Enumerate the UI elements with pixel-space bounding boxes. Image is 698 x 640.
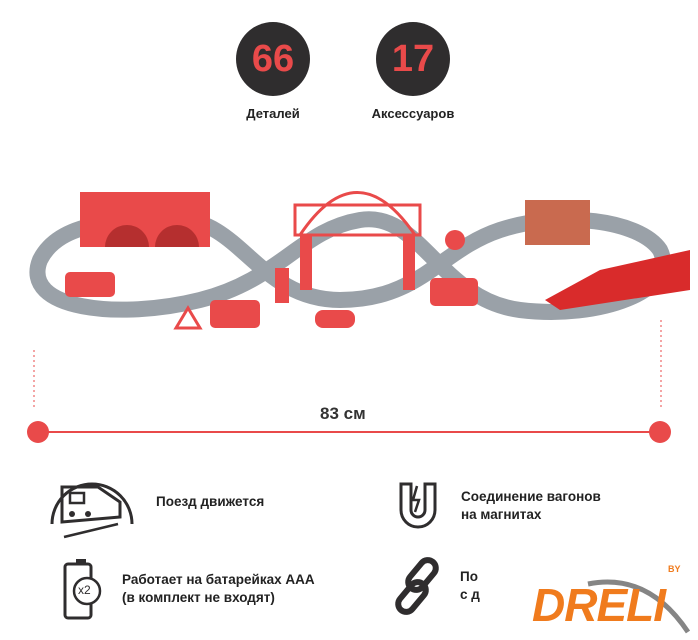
stop-sign bbox=[445, 230, 465, 250]
stat-accessories-value: 17 bbox=[376, 22, 450, 96]
dimension-label: 83 см bbox=[320, 404, 366, 423]
stat-accessories: 17 Аксессуаров bbox=[353, 22, 473, 121]
warning-sign bbox=[173, 305, 203, 330]
magnet-icon bbox=[399, 482, 437, 529]
feature-text: По bbox=[460, 569, 478, 584]
feature-magnets: Соединение вагонов на магнитах bbox=[395, 478, 601, 534]
dreli-logo: DRELI BY bbox=[528, 564, 691, 634]
stat-parts: 66 Деталей bbox=[213, 22, 333, 121]
feature-text: с д bbox=[460, 587, 480, 602]
stat-parts-value: 66 bbox=[236, 22, 310, 96]
car bbox=[315, 310, 355, 328]
feature-connection: По с д bbox=[390, 556, 480, 616]
figure bbox=[275, 268, 289, 303]
bridge bbox=[293, 203, 422, 237]
logo-text: DRELI bbox=[532, 579, 666, 631]
locomotive bbox=[545, 250, 690, 310]
station bbox=[525, 200, 590, 245]
logo-suffix: BY bbox=[668, 564, 681, 574]
chain-link-icon bbox=[395, 557, 439, 615]
fire-truck bbox=[65, 272, 115, 297]
feature-batteries: x2 Работает на батарейках AAA (в комплек… bbox=[62, 558, 315, 620]
stat-parts-label: Деталей bbox=[246, 106, 300, 121]
feature-train-moves: Поезд движется bbox=[48, 462, 264, 542]
train-icon bbox=[50, 482, 134, 539]
feature-text: Поезд движется bbox=[156, 494, 265, 509]
battery-icon: x2 bbox=[62, 558, 102, 620]
feature-text: Соединение вагонов bbox=[461, 489, 601, 504]
feature-text: (в комплект не входят) bbox=[122, 590, 275, 605]
stat-accessories-label: Аксессуаров bbox=[371, 106, 455, 121]
fire-truck bbox=[210, 300, 260, 328]
feature-text: Работает на батарейках AAA bbox=[122, 572, 315, 587]
feature-text: на магнитах bbox=[461, 507, 542, 522]
fire-truck bbox=[430, 278, 478, 306]
battery-count-badge: x2 bbox=[78, 583, 91, 597]
toy-railway-set-image bbox=[29, 191, 690, 330]
